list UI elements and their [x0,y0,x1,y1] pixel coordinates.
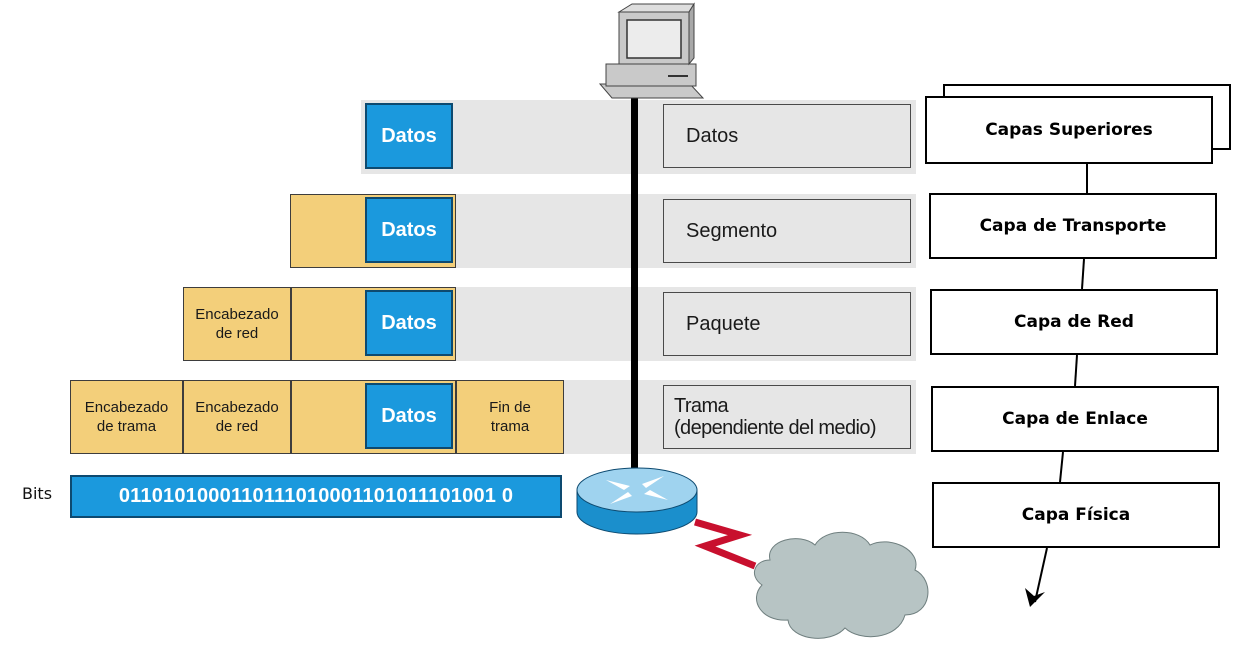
router-icon [576,467,698,535]
data-block: Datos [365,103,453,169]
layer-capa-fisica: Capa Física [932,482,1220,548]
pdu-label-trama: Trama (dependiente del medio) [663,385,911,449]
layer-capas-superiores: Capas Superiores [925,96,1213,164]
frame-header: Encabezado de trama [70,380,183,454]
layer-capa-red: Capa de Red [930,289,1218,355]
computer-icon [598,2,705,99]
network-header: Encabezado de red [183,287,291,361]
cable [631,96,638,476]
network-header: Encabezado de red [183,380,291,454]
layer-capa-transporte: Capa de Transporte [929,193,1217,259]
data-block: Datos [365,383,453,449]
layer-capa-enlace: Capa de Enlace [931,386,1219,452]
serial-link-icon [694,518,757,570]
cloud-icon [753,531,929,639]
data-block: Datos [365,290,453,356]
bits-bar: 0110101000110111010001101011101001 0 [70,475,562,518]
pdu-label-segmento: Segmento [663,199,911,263]
pdu-label-datos: Datos [663,104,911,168]
arrow-head-icon [1025,588,1045,607]
pdu-label-paquete: Paquete [663,292,911,356]
frame-trailer: Fin de trama [456,380,564,454]
bits-label: Bits [22,484,53,503]
data-block: Datos [365,197,453,263]
